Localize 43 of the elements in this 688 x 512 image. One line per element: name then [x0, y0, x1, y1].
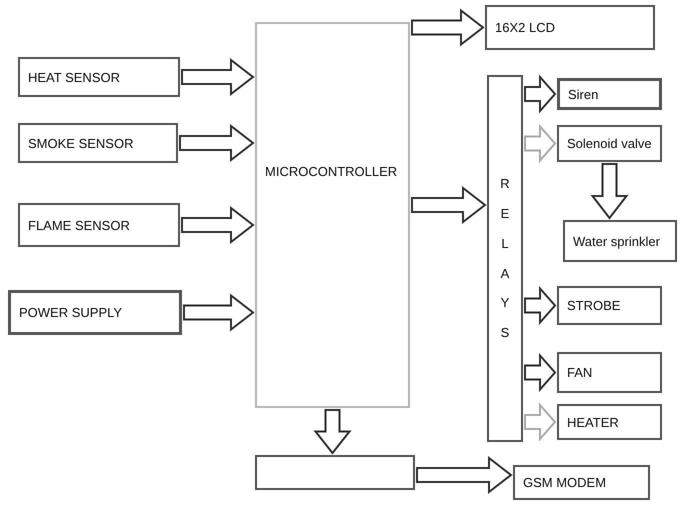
node-label: POWER SUPPLY [19, 305, 122, 320]
process-box [557, 352, 662, 393]
process-box [557, 78, 662, 110]
process-box [18, 57, 180, 97]
node-label: MICROCONTROLLER [265, 164, 398, 179]
microcontroller-block [255, 22, 410, 408]
process-box [18, 123, 178, 163]
block-arrow [416, 456, 513, 494]
node-label: Water sprinkler [573, 234, 660, 248]
node-label: FAN [567, 365, 592, 380]
block-arrow [181, 206, 255, 244]
block-arrow [524, 74, 556, 114]
process-box [513, 465, 650, 500]
node-label: STROBE [567, 298, 620, 313]
process-box [485, 5, 655, 50]
process-box [8, 290, 182, 335]
node-label: 16X2 LCD [495, 20, 555, 35]
interface-block [255, 455, 415, 490]
node-label: HEATER [567, 414, 619, 430]
process-box [557, 125, 662, 162]
node-label: Siren [568, 86, 598, 102]
relay-bank-block [487, 75, 523, 442]
process-box [557, 404, 662, 440]
block-arrow [411, 8, 485, 47]
node-label: Solenoid valve [567, 136, 652, 151]
block-arrow [524, 124, 556, 164]
process-box [18, 203, 180, 247]
node-label: SMOKE SENSOR [28, 136, 134, 150]
block-arrow [313, 409, 352, 455]
block-arrow [524, 402, 556, 442]
block-arrow [181, 58, 255, 96]
block-arrow [411, 186, 487, 224]
node-label: RELAYS [499, 174, 511, 342]
block-arrow [524, 286, 556, 326]
block-arrow [179, 124, 255, 162]
block-arrow [524, 352, 556, 392]
node-label: HEAT SENSOR [28, 70, 120, 84]
block-arrow [183, 293, 255, 332]
process-box [557, 286, 662, 325]
process-box [563, 220, 677, 262]
node-label: FLAME SENSOR [28, 218, 130, 232]
node-label: GSM MODEM [523, 475, 606, 490]
block-arrow [590, 163, 629, 220]
